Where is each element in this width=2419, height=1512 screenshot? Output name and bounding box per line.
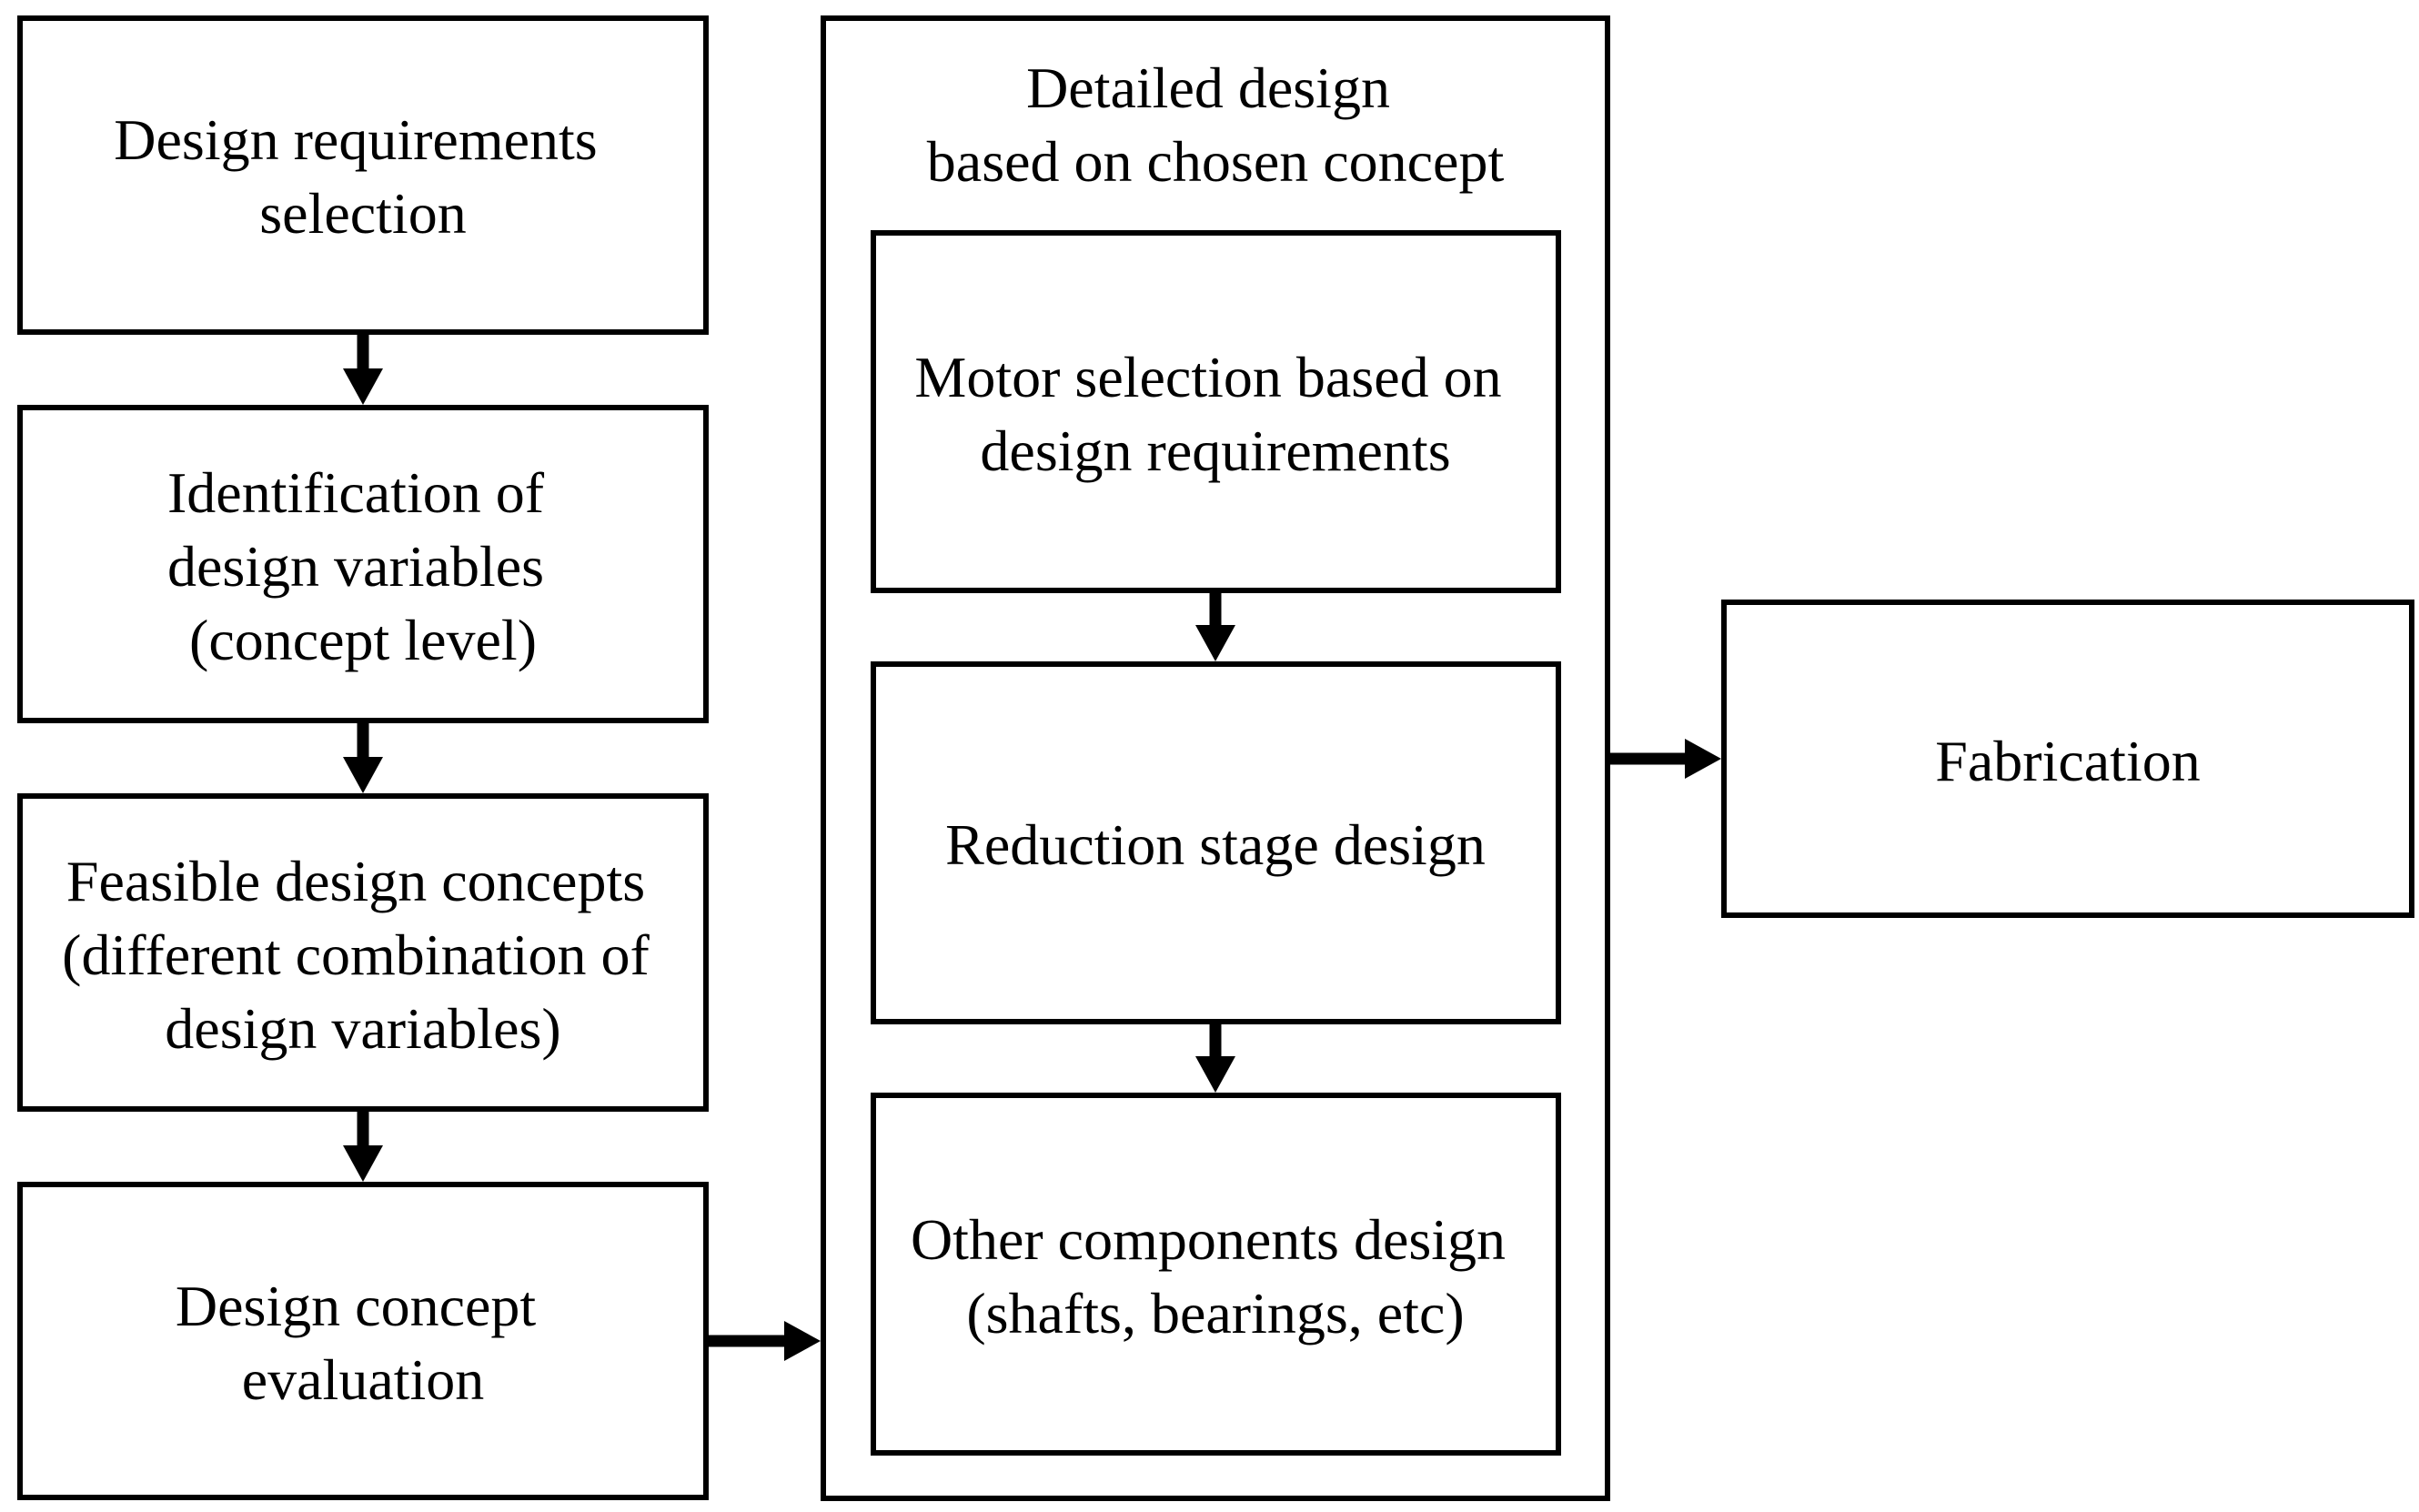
variables-label: Identification of design variables (conc…	[167, 460, 559, 672]
concepts-label-line: design variables)	[165, 996, 560, 1061]
components-label: Other components design (shafts, bearing…	[911, 1207, 1520, 1346]
evaluation-box	[17, 1182, 709, 1500]
motor-label-line: Motor selection based on	[914, 345, 1501, 409]
motor-box	[871, 230, 1561, 593]
fabrication-box	[1721, 600, 2414, 918]
concepts-box	[17, 793, 709, 1112]
evaluation-label: Design concept evaluation	[176, 1274, 550, 1412]
arrow-reduction-to-components	[1195, 1022, 1235, 1093]
arrow-detailed-design-to-fabrication	[1608, 739, 1721, 779]
components-box	[871, 1093, 1561, 1456]
reduction-label-line: Reduction stage design	[945, 812, 1486, 877]
reduction-label: Reduction stage design	[945, 812, 1486, 877]
concepts-label: Feasible design concepts (different comb…	[62, 849, 664, 1061]
arrow-evaluation-to-detailed-design	[706, 1321, 821, 1361]
components-label-line: Other components design	[911, 1207, 1506, 1272]
arrow-concepts-to-evaluation	[343, 1109, 383, 1182]
requirements-label: Design requirements selection	[114, 107, 611, 246]
variables-label-line: (concept level)	[189, 608, 537, 672]
evaluation-label-line: evaluation	[242, 1347, 485, 1412]
requirements-box	[17, 15, 709, 335]
requirements-label-line: selection	[259, 181, 466, 246]
fabrication-label-line: Fabrication	[1935, 729, 2200, 793]
detailed-design-label: Detailed design based on chosen concept	[927, 55, 1505, 194]
variables-label-line: design variables	[167, 534, 544, 599]
detailed-design-label-line: based on chosen concept	[927, 129, 1505, 194]
concepts-label-line: Feasible design concepts	[66, 849, 645, 913]
motor-label-line: design requirements	[980, 418, 1450, 483]
motor-label: Motor selection based on design requirem…	[914, 345, 1516, 483]
evaluation-label-line: Design concept	[176, 1274, 537, 1338]
detailed-design-label-line: Detailed design	[1026, 55, 1390, 120]
arrow-variables-to-concepts	[343, 721, 383, 793]
arrow-requirements-to-variables	[343, 332, 383, 405]
variables-label-line: Identification of	[167, 460, 545, 525]
arrow-motor-to-reduction	[1195, 590, 1235, 661]
fabrication-label: Fabrication	[1935, 729, 2200, 793]
reduction-box	[871, 661, 1561, 1024]
concepts-label-line: (different combination of	[62, 922, 650, 987]
components-label-line: (shafts, bearings, etc)	[966, 1281, 1464, 1346]
requirements-label-line: Design requirements	[114, 107, 597, 172]
